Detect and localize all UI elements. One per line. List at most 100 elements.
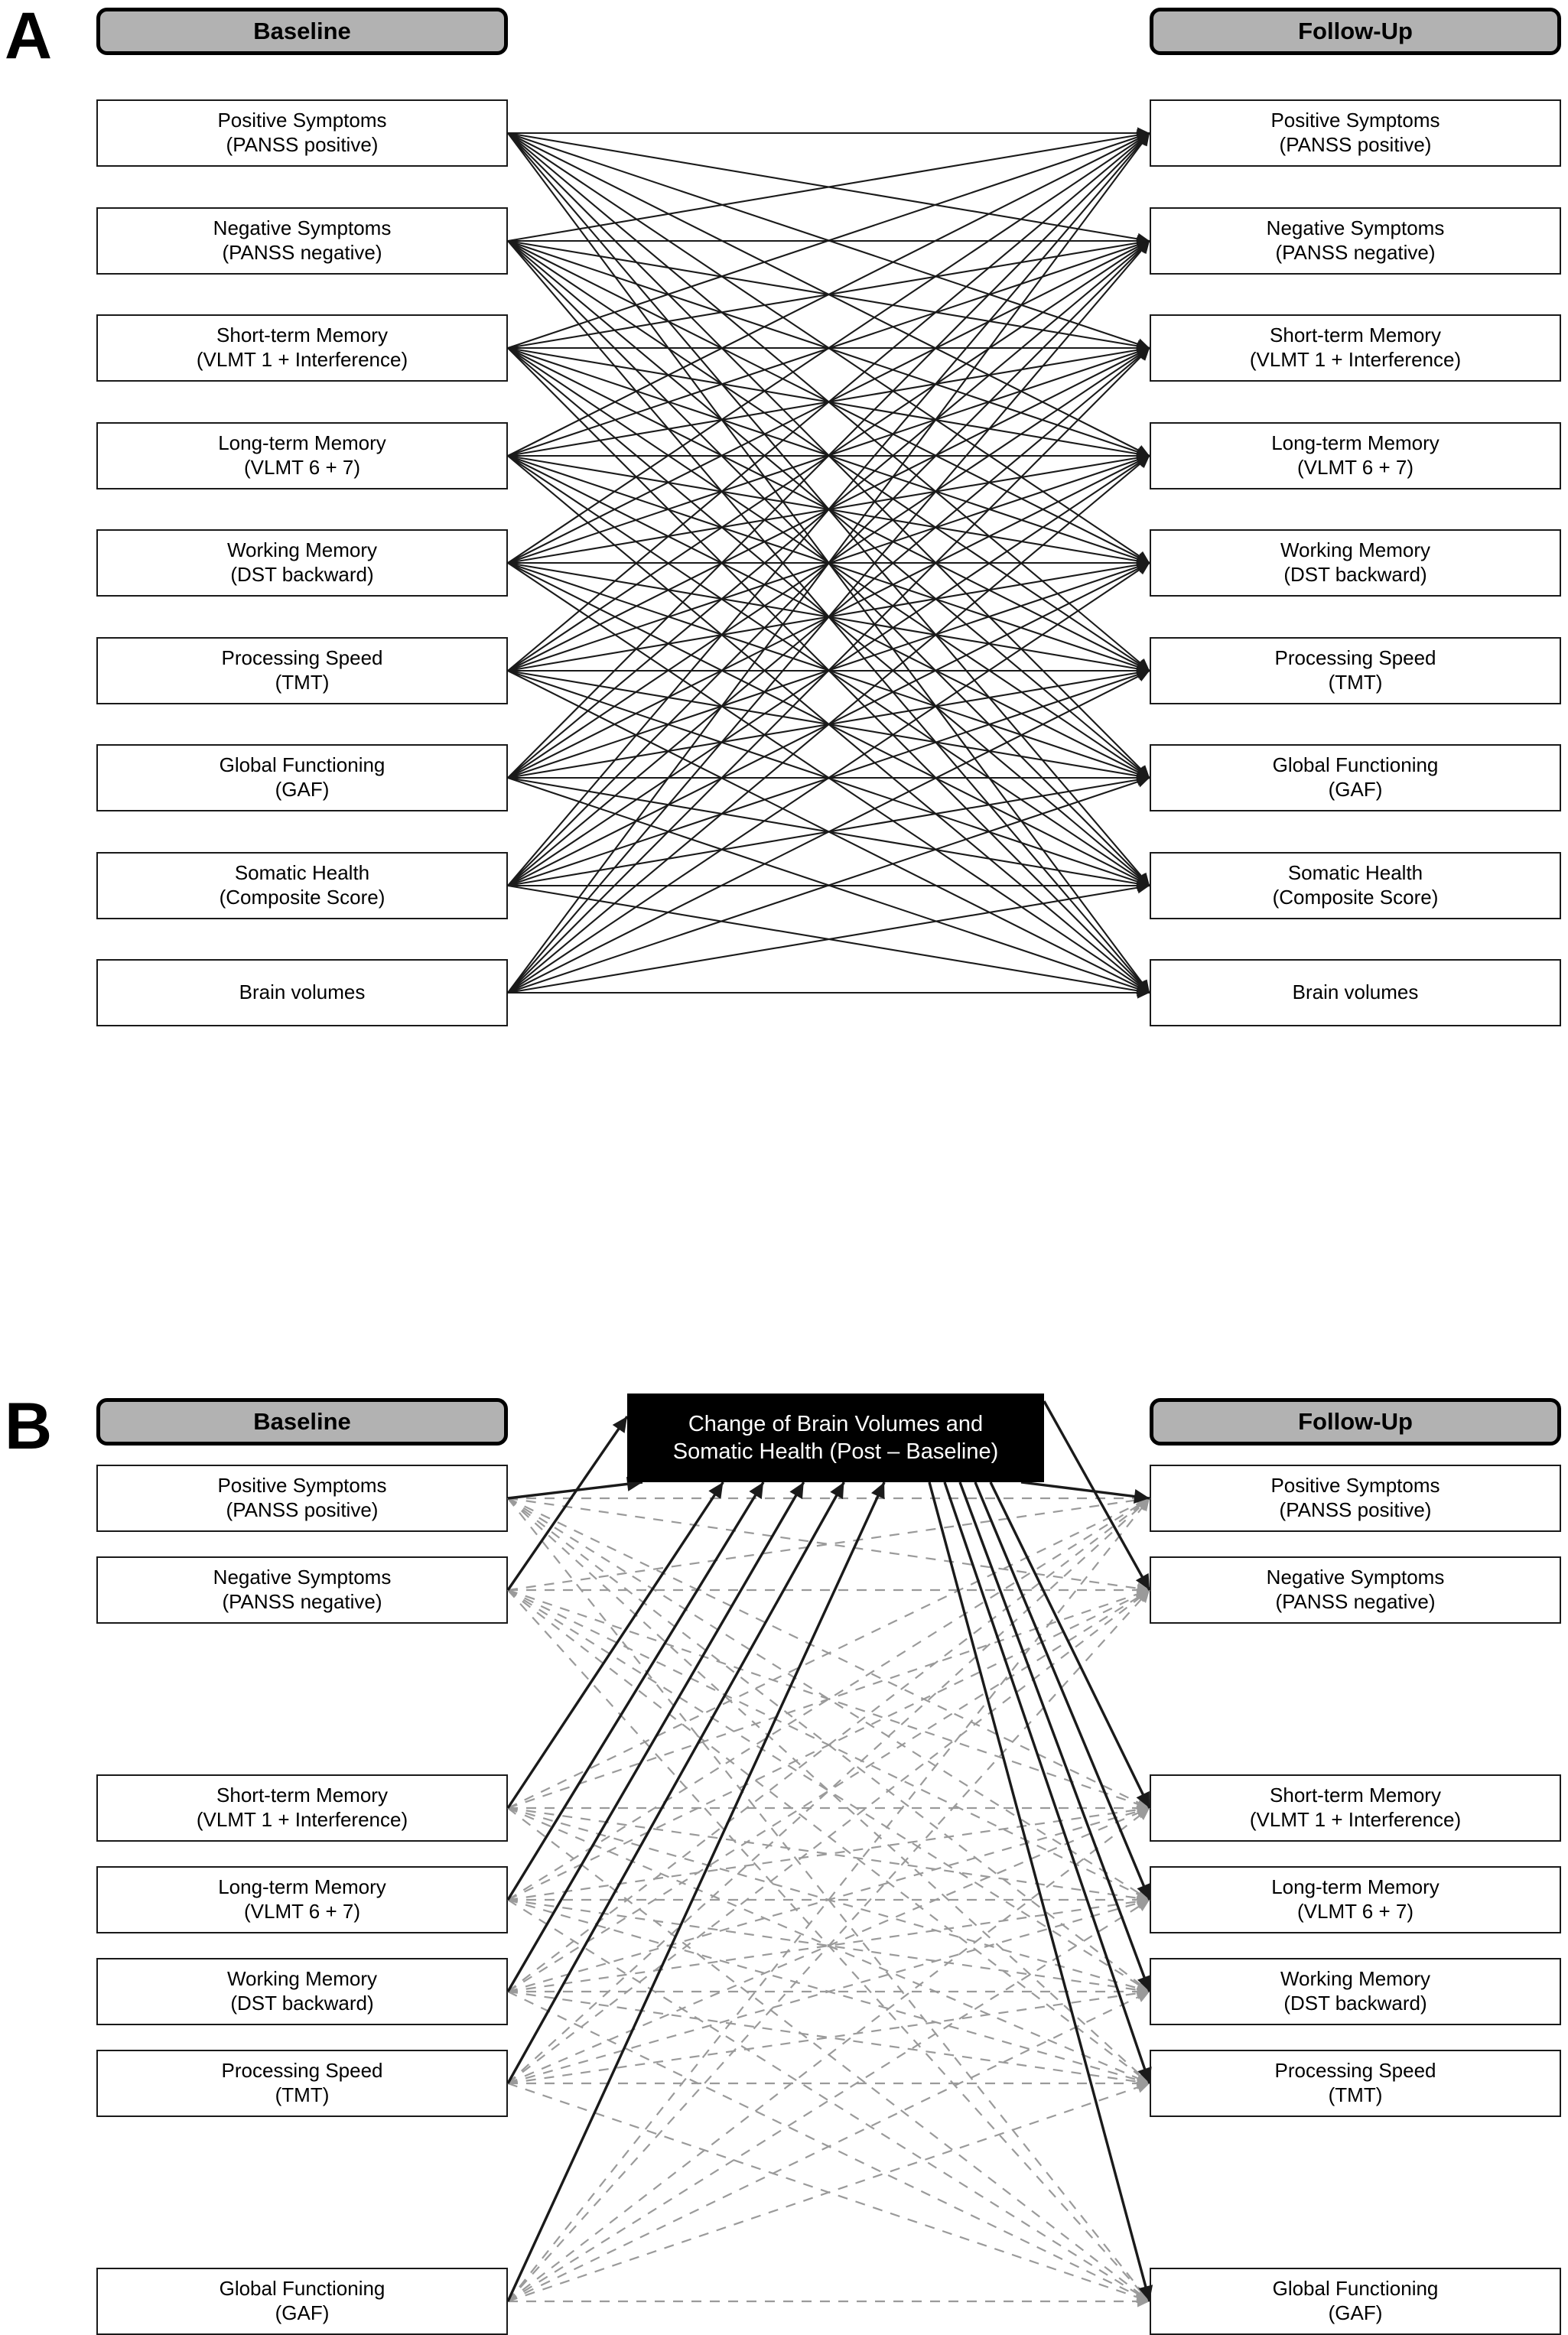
variable-label-line-2: (TMT) (1328, 671, 1383, 694)
panel-a-header-followup: Follow-Up (1150, 8, 1561, 55)
arrowhead-icon (1136, 1900, 1150, 1911)
mediation-arrow-in (506, 1416, 629, 1591)
mediator-box: Change of Brain Volumes and Somatic Heal… (627, 1394, 1044, 1482)
variable-label-line-1: Global Functioning (219, 2277, 385, 2301)
variable-box-b-followup-7: Global Functioning(GAF) (1150, 2268, 1561, 2335)
variable-box-b-baseline-2: Negative Symptoms(PANSS negative) (96, 1556, 508, 1624)
variable-label-line-1: Working Memory (226, 538, 377, 562)
variable-label-line-2: (PANSS negative) (1275, 1590, 1436, 1613)
panel-b-connections (506, 1400, 1153, 2307)
variable-label-line-1: Processing Speed (1274, 646, 1436, 670)
variable-label-line-2: (VLMT 1 + Interference) (196, 348, 408, 371)
mediation-arrow-in (506, 1481, 724, 1809)
variable-label-line-1: Working Memory (226, 1967, 377, 1991)
arrowhead-icon (612, 1416, 627, 1433)
variable-label-line-2: (PANSS positive) (226, 133, 379, 156)
variable-box-a-baseline-5: Working Memory(DST backward) (96, 529, 508, 597)
variable-box-a-followup-9: Brain volumes (1150, 959, 1561, 1026)
mediation-arrow-out (974, 1481, 1151, 1901)
variable-label-line-2: (DST backward) (230, 563, 374, 586)
arrowhead-icon (1137, 987, 1150, 999)
arrowhead-icon (1136, 1992, 1150, 2002)
connection-line-solid (507, 455, 1150, 994)
variable-label-line-1: Global Functioning (219, 753, 385, 777)
variable-box-a-baseline-3: Short-term Memory(VLMT 1 + Interference) (96, 314, 508, 382)
panel-a-header-baseline: Baseline (96, 8, 508, 55)
variable-label-line-1: Short-term Memory (216, 1784, 388, 1807)
variable-label-line-2: (VLMT 1 + Interference) (1249, 1808, 1462, 1831)
variable-label-line-1: Short-term Memory (1270, 1784, 1441, 1807)
variable-label-line-1: Working Memory (1280, 538, 1430, 562)
arrowhead-icon (789, 1482, 804, 1500)
connection-line-dashed (507, 1807, 1150, 1901)
variable-box-b-baseline-1: Positive Symptoms(PANSS positive) (96, 1465, 508, 1532)
variable-label-line-1: Processing Speed (221, 646, 383, 670)
variable-box-a-baseline-9: Brain volumes (96, 959, 508, 1026)
variable-label-line-2: (VLMT 6 + 7) (1297, 456, 1413, 479)
connection-line-dashed (507, 1898, 1150, 1993)
connection-line-dashed (507, 1589, 1150, 2084)
mediation-arrow-out (989, 1481, 1151, 1809)
variable-box-a-baseline-1: Positive Symptoms(PANSS positive) (96, 99, 508, 167)
variable-box-b-followup-6: Processing Speed(TMT) (1150, 2050, 1561, 2117)
mediation-arrow-in (506, 1481, 805, 1992)
variable-label-line-1: Global Functioning (1272, 2277, 1439, 2301)
variable-label-line-2: (TMT) (1328, 2083, 1383, 2106)
variable-label-line-1: Positive Symptoms (217, 109, 387, 132)
variable-box-a-followup-8: Somatic Health(Composite Score) (1150, 852, 1561, 919)
connection-line-dashed (507, 1589, 1150, 1992)
variable-box-a-baseline-8: Somatic Health(Composite Score) (96, 852, 508, 919)
connection-line-solid (507, 777, 1150, 994)
variable-label-line-1: Working Memory (1280, 1967, 1430, 1991)
variable-box-b-followup-2: Negative Symptoms(PANSS negative) (1150, 1556, 1561, 1624)
variable-label-line-1: Positive Symptoms (217, 1474, 387, 1498)
variable-label-line-2: (DST backward) (230, 1992, 374, 2015)
arrowhead-icon (1136, 456, 1150, 469)
arrowhead-icon (749, 1482, 764, 1500)
connection-line-solid (507, 132, 1150, 886)
connection-line-solid (507, 132, 1150, 994)
variable-label-line-1: Short-term Memory (216, 324, 388, 347)
variable-box-b-baseline-7: Global Functioning(GAF) (96, 2268, 508, 2335)
mediation-arrow-out (1020, 1481, 1150, 1500)
variable-box-a-baseline-4: Long-term Memory(VLMT 6 + 7) (96, 422, 508, 489)
variable-label-line-2: (PANSS negative) (1275, 241, 1436, 264)
panel-b-header-followup: Follow-Up (1150, 1398, 1561, 1446)
connection-line-dashed (507, 1990, 1150, 2085)
variable-box-b-followup-3: Short-term Memory(VLMT 1 + Interference) (1150, 1774, 1561, 1842)
mediator-line-1: Change of Brain Volumes and (688, 1411, 984, 1436)
arrowhead-icon (1137, 348, 1150, 361)
arrowhead-icon (1136, 1790, 1150, 1808)
variable-label-line-2: (TMT) (275, 2083, 330, 2106)
arrowhead-icon (1137, 133, 1150, 147)
mediation-arrow-out (958, 1481, 1151, 1992)
variable-label-line-1: Positive Symptoms (1270, 109, 1440, 132)
variable-label-line-1: Somatic Health (1287, 861, 1423, 885)
variable-box-a-followup-3: Short-term Memory(VLMT 1 + Interference) (1150, 314, 1561, 382)
variable-label-line-1: Brain volumes (239, 981, 366, 1004)
variable-label-line-1: Positive Symptoms (1270, 1474, 1440, 1498)
variable-label-line-1: Negative Symptoms (1266, 216, 1445, 240)
mediation-arrow-in (506, 1481, 845, 2084)
variable-label-line-1: Processing Speed (1274, 2059, 1436, 2083)
connection-line-solid (507, 240, 1150, 994)
variable-label-line-1: Long-term Memory (1271, 431, 1440, 455)
arrowhead-icon (1136, 882, 1150, 894)
variable-box-b-baseline-5: Working Memory(DST backward) (96, 1958, 508, 2025)
arrowhead-icon (1137, 241, 1150, 255)
arrowhead-icon (1136, 563, 1150, 575)
variable-label-line-2: (PANSS positive) (1279, 1498, 1432, 1521)
mediation-arrow-out (943, 1481, 1151, 2084)
arrowhead-icon (1133, 1488, 1150, 1504)
variable-box-b-followup-1: Positive Symptoms(PANSS positive) (1150, 1465, 1561, 1532)
arrowhead-icon (1136, 776, 1150, 788)
variable-box-b-baseline-3: Short-term Memory(VLMT 1 + Interference) (96, 1774, 508, 1842)
variable-box-a-baseline-6: Processing Speed(TMT) (96, 637, 508, 704)
variable-label-line-2: (GAF) (1328, 2301, 1383, 2324)
arrowhead-icon (1137, 1882, 1151, 1900)
variable-label-line-1: Long-term Memory (218, 1875, 386, 1899)
panel-b-header-baseline: Baseline (96, 1398, 508, 1446)
connection-line-solid (507, 132, 1150, 242)
arrowhead-icon (1137, 1590, 1150, 1604)
panel-b-letter: B (5, 1390, 52, 1463)
